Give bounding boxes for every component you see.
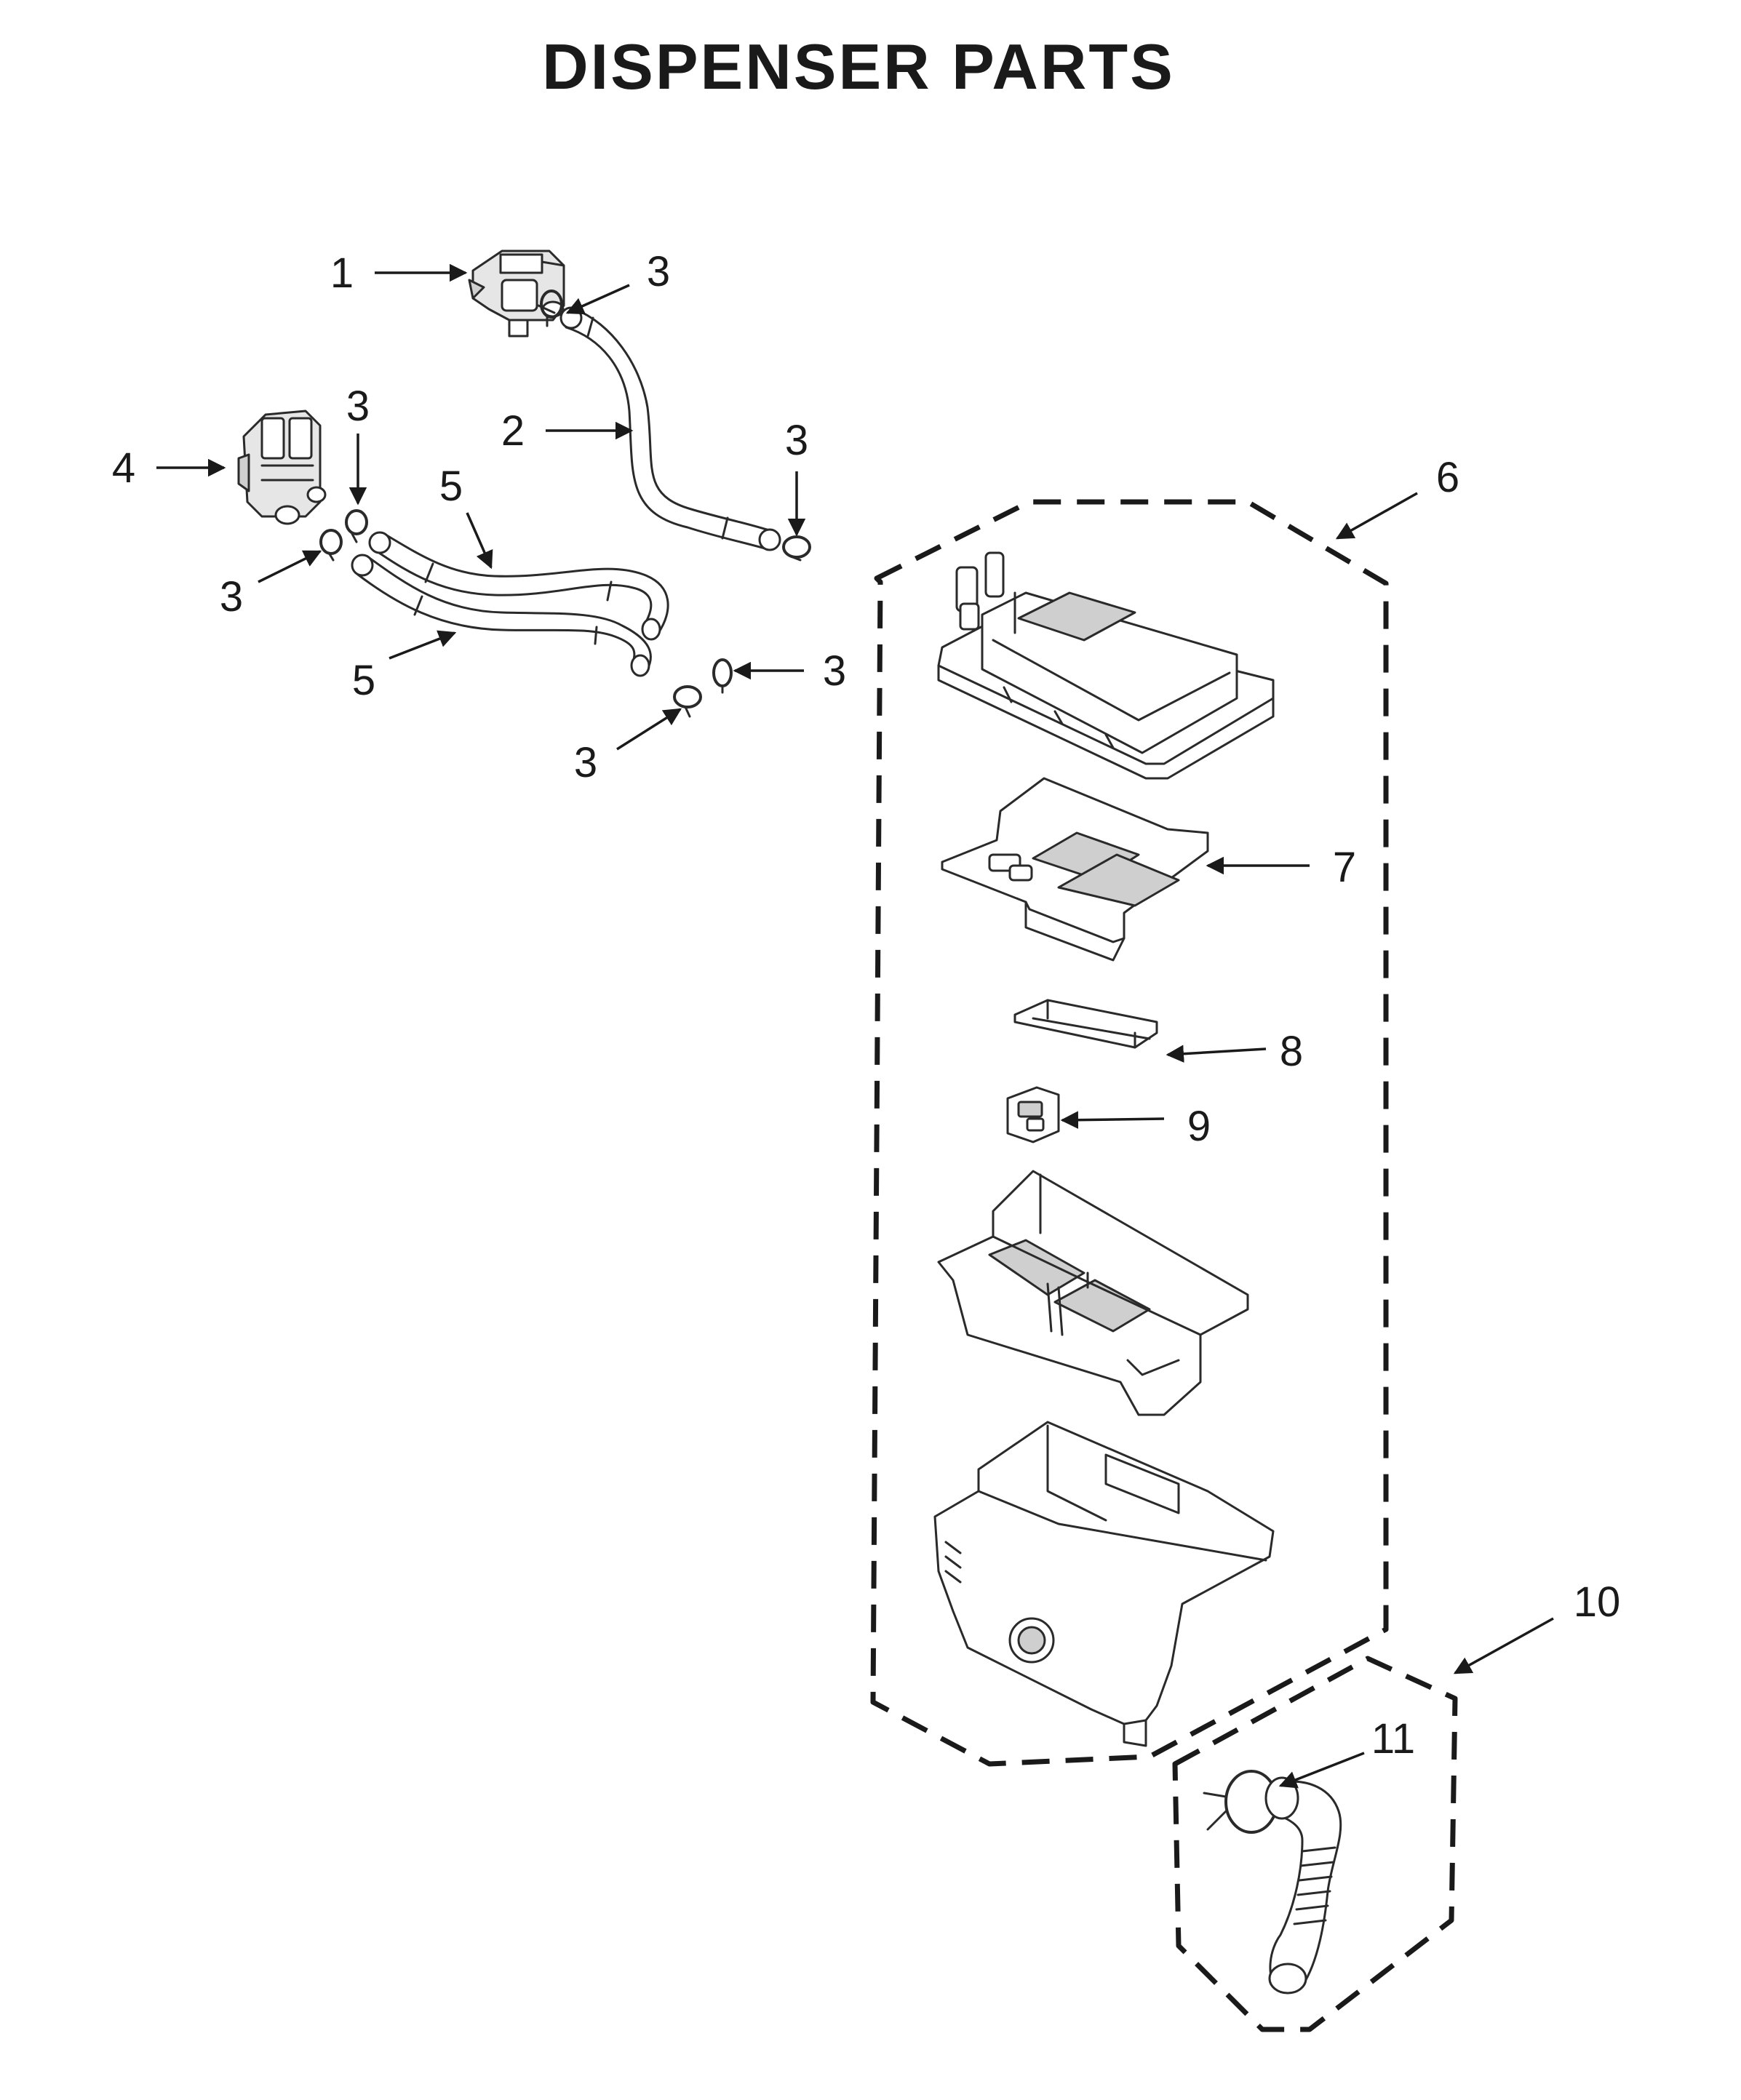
part-3-clamp-c bbox=[345, 509, 368, 543]
callout-3: 3 bbox=[220, 573, 243, 620]
callout-3: 3 bbox=[823, 647, 846, 695]
part-9-latch bbox=[1006, 1086, 1060, 1143]
callout-5: 5 bbox=[352, 657, 375, 704]
part-6-dispenser-cover bbox=[937, 551, 1275, 780]
group-6-outline bbox=[870, 499, 1389, 1767]
part-6-housing bbox=[933, 1421, 1275, 1747]
part-3-clamp-b bbox=[782, 535, 811, 562]
part-5-hoses bbox=[351, 531, 669, 677]
callout-3: 3 bbox=[785, 417, 808, 464]
callout-11: 11 bbox=[1371, 1715, 1415, 1762]
part-3-clamp-f bbox=[673, 685, 702, 718]
part-3-clamp-e bbox=[712, 658, 733, 694]
callout-3: 3 bbox=[346, 383, 370, 430]
part-3-clamp-a bbox=[540, 290, 563, 327]
callout-3: 3 bbox=[574, 739, 597, 786]
callout-4: 4 bbox=[112, 444, 135, 492]
page-title: DISPENSER PARTS bbox=[542, 31, 1175, 103]
part-3-clamp-d bbox=[319, 529, 343, 562]
part-8-lid bbox=[1013, 999, 1158, 1049]
callout-1: 1 bbox=[330, 249, 354, 297]
part-1-water-valve bbox=[468, 249, 565, 338]
group-10-outline bbox=[1172, 1656, 1458, 2032]
part-7-siphon-cover bbox=[941, 777, 1209, 962]
callout-9: 9 bbox=[1187, 1103, 1211, 1150]
part-2-hose bbox=[559, 306, 781, 551]
callout-labels: 1 3 2 3 4 3 5 3 5 3 3 6 7 8 9 10 11 bbox=[112, 248, 1620, 1762]
part-10-bellows-hose bbox=[1264, 1776, 1342, 1995]
callout-2: 2 bbox=[501, 407, 525, 455]
callout-5: 5 bbox=[439, 463, 463, 510]
callout-10: 10 bbox=[1574, 1578, 1621, 1626]
part-6-drawer bbox=[937, 1170, 1249, 1416]
leader-lines bbox=[156, 263, 1554, 1789]
callout-3: 3 bbox=[647, 248, 670, 295]
callout-8: 8 bbox=[1280, 1028, 1303, 1075]
callout-6: 6 bbox=[1436, 454, 1459, 501]
part-4-dual-water-valve bbox=[237, 410, 327, 525]
callout-7: 7 bbox=[1333, 844, 1356, 891]
